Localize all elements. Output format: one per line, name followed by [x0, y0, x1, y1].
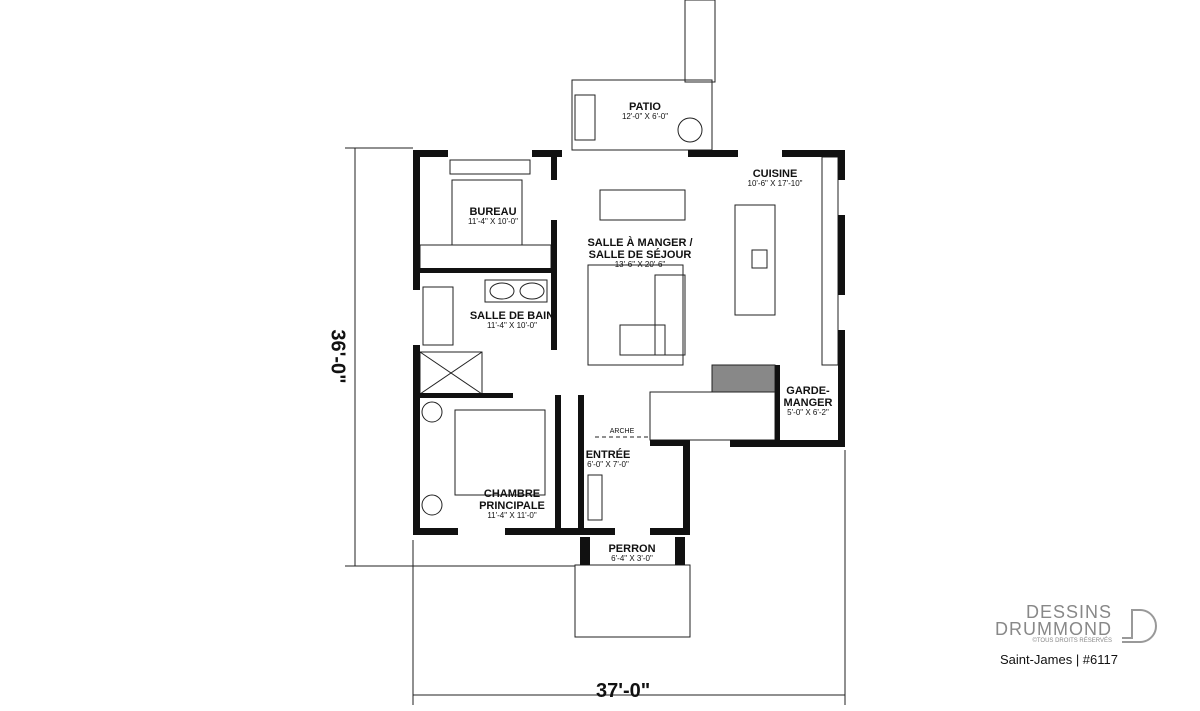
depth-dimension: 36'-0": [326, 329, 349, 384]
kitchen-island: [734, 204, 776, 316]
room-dims: 12'-0" X 6'-0": [621, 112, 669, 122]
room-name: PATIO: [629, 101, 661, 113]
arche-label: ARCHE: [609, 428, 635, 435]
room-name: CUISINE: [752, 168, 798, 180]
interior-stairs: [649, 391, 776, 441]
walls: [413, 150, 845, 565]
dining-table: [599, 189, 686, 221]
room-dims: 10'-6" X 17'-10": [747, 179, 803, 189]
room-dims: 11'-4" X 10'-0": [468, 217, 518, 227]
room-dims: 11'-4" X 10'-0": [487, 321, 537, 331]
room-dims: 6'-4" X 3'-0": [611, 554, 653, 564]
master-bed: [454, 409, 546, 496]
room-name-2: SALLE DE SÉJOUR: [588, 249, 692, 262]
room-dims: 11'-4" X 11'-0": [487, 511, 537, 521]
front-stairs: [574, 564, 691, 638]
width-dimension: 37'-0": [596, 680, 651, 702]
room-dims: 13'-6" X 20'-6": [614, 260, 666, 270]
sofa: [654, 274, 686, 356]
bathtub: [422, 286, 454, 346]
room-name: SALLE À MANGER /: [587, 237, 693, 249]
room-dims: 5'-0" X 6'-2": [787, 408, 829, 418]
bureau-desk: [419, 244, 552, 271]
room-name: ENTRÉE: [585, 449, 631, 461]
logo: DESSINS DRUMMOND ©TOUS DROITS RÉSERVÉS S…: [990, 602, 1170, 667]
model-name: Saint-James | #6117: [999, 652, 1118, 667]
kitchen-counter: [821, 156, 839, 366]
logo-d-icon: [1122, 609, 1157, 643]
rug: [587, 264, 684, 366]
logo-line2: DRUMMOND: [995, 619, 1112, 639]
room-dims: 6'-0" X 7'-0": [587, 460, 629, 470]
room-name: PERRON: [608, 543, 656, 555]
room-name-2: PRINCIPALE: [479, 500, 545, 513]
patio: [571, 79, 713, 151]
room-name: CHAMBRE: [483, 488, 541, 500]
room-name: SALLE DE BAIN: [469, 310, 555, 322]
room-name: GARDE-: [786, 385, 830, 397]
logo-rights: ©TOUS DROITS RÉSERVÉS: [1032, 638, 1112, 644]
back-stairs: [684, 0, 716, 83]
room-name: BUREAU: [469, 206, 517, 218]
vanity: [484, 279, 548, 303]
room-name-2: MANGER: [783, 397, 833, 410]
logo-line1: DESSINS: [1025, 602, 1112, 622]
